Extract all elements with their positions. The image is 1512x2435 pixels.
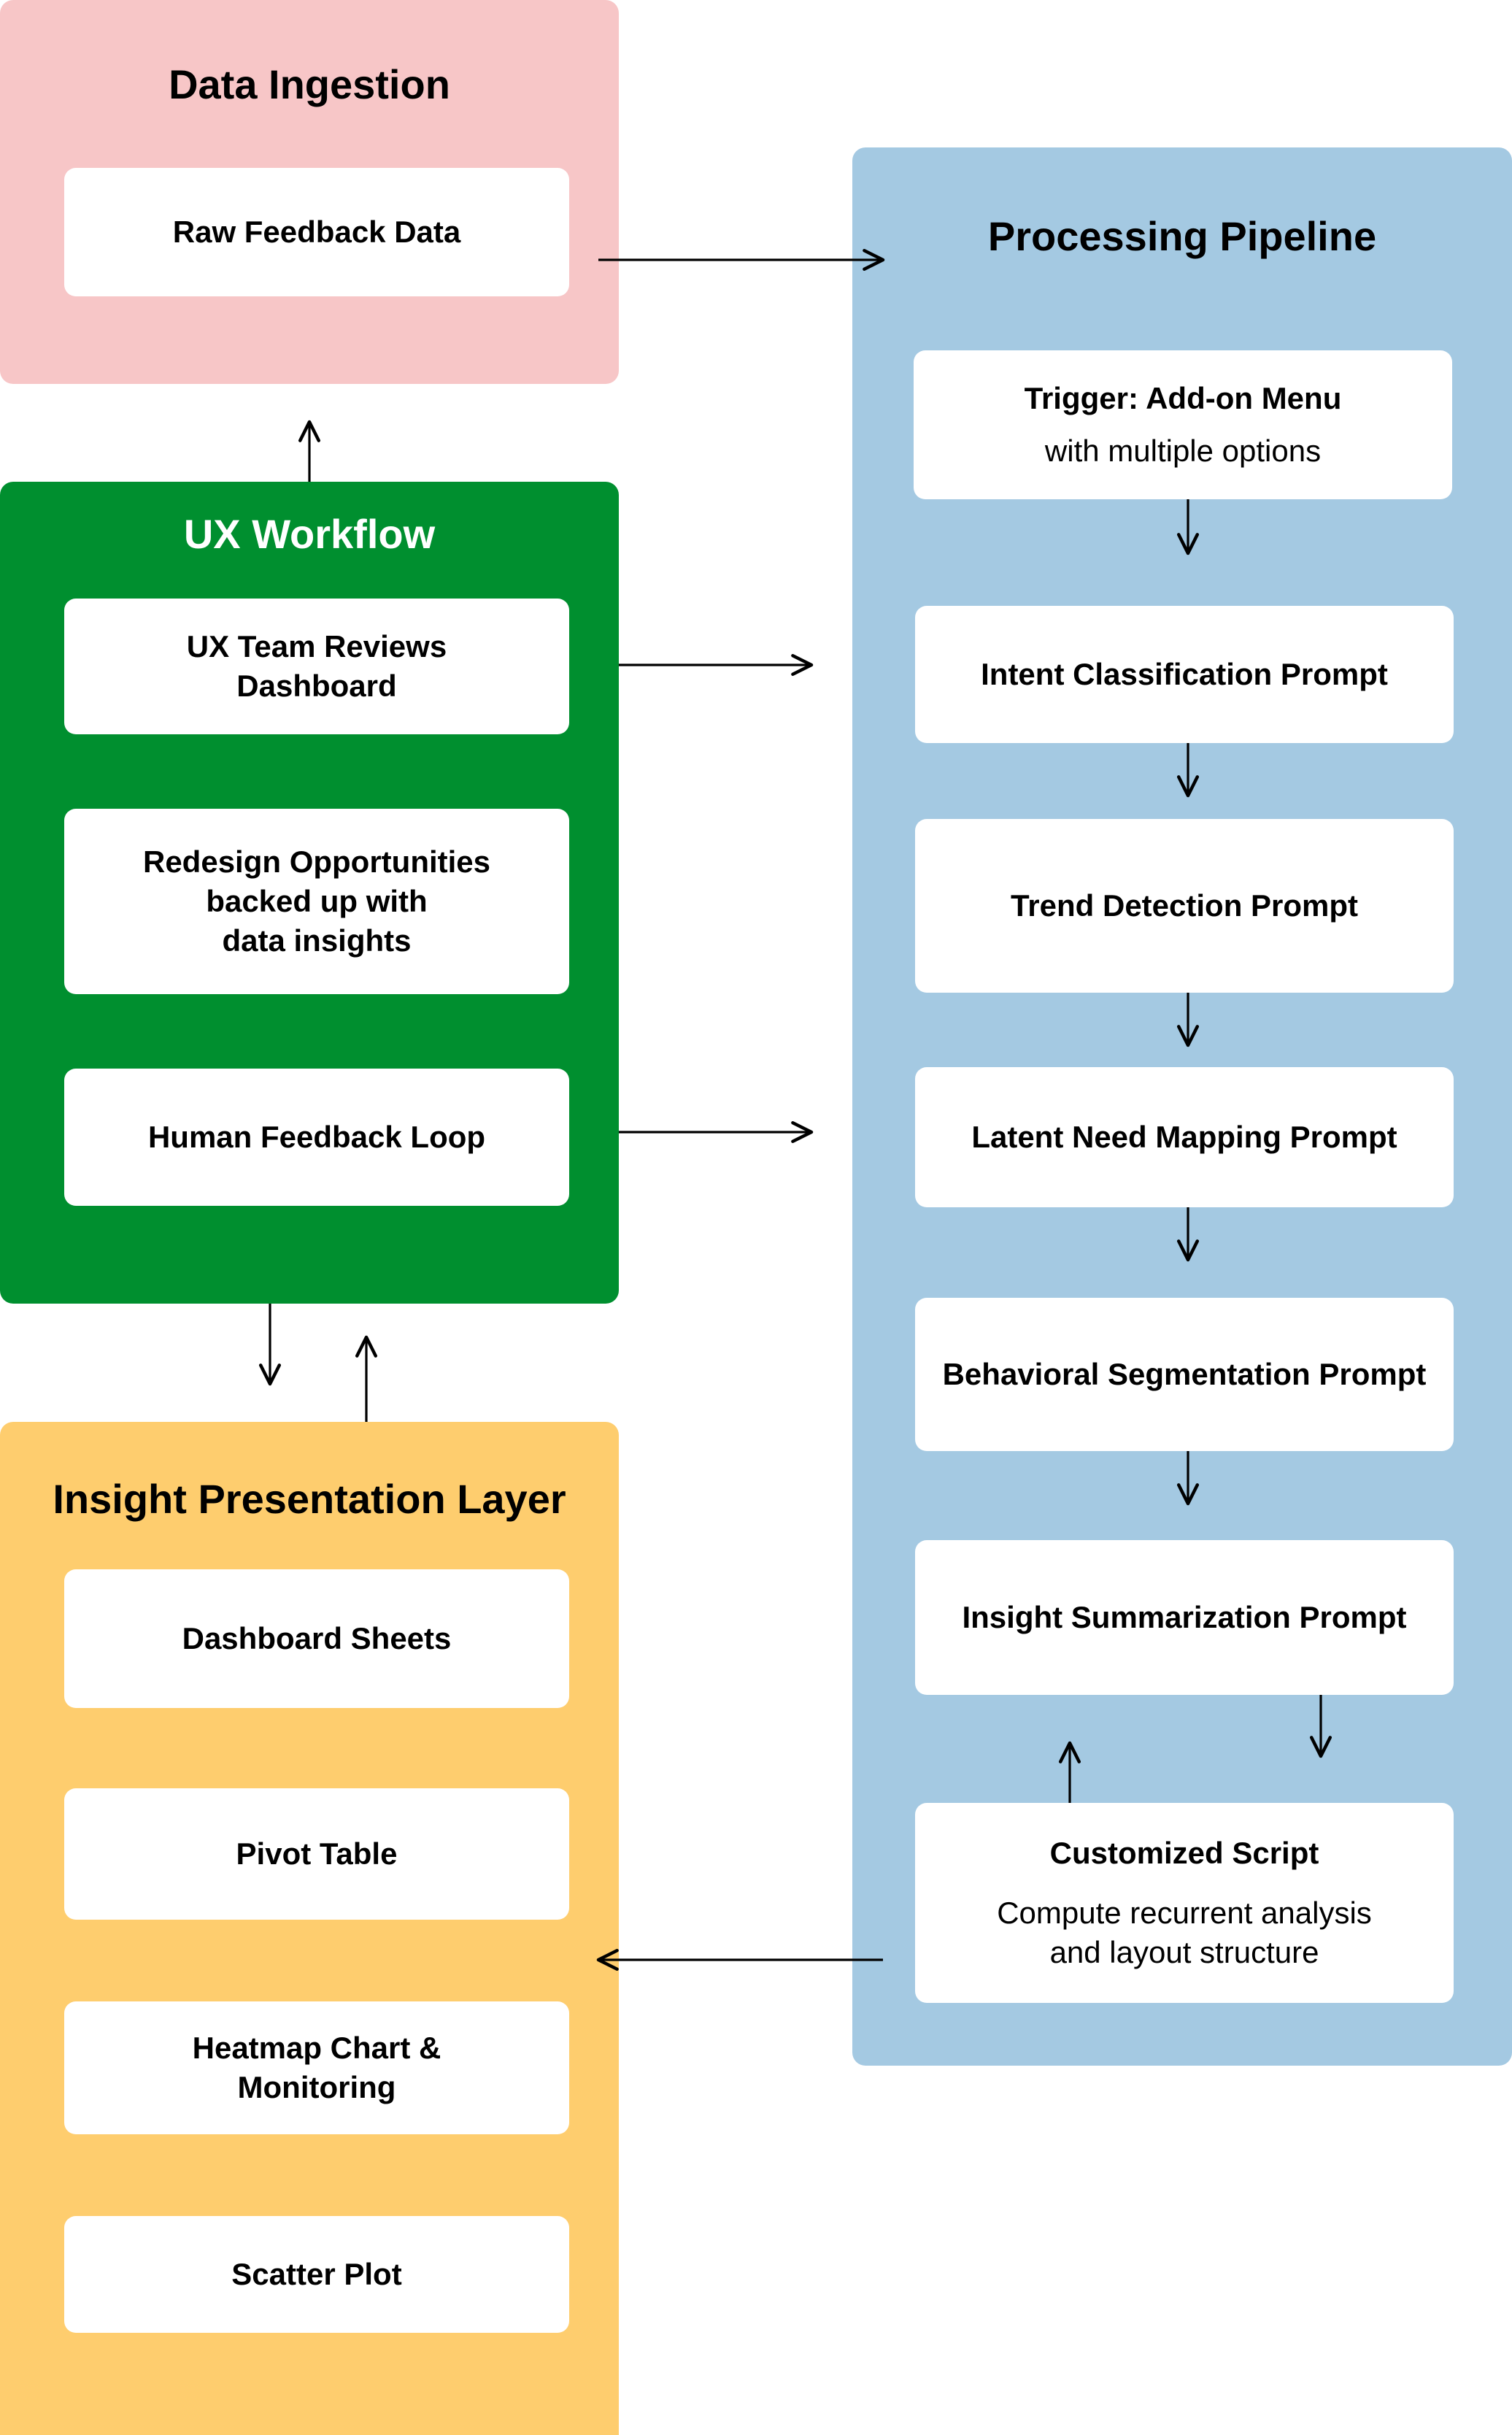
raw-feedback-data-label: Raw Feedback Data	[172, 215, 461, 249]
dashboard-sheets-node[interactable]: Dashboard Sheets	[64, 1569, 569, 1708]
processing-pipeline-title: Processing Pipeline	[987, 213, 1377, 259]
customized-script-label: Customized Script	[1049, 1836, 1319, 1870]
latent-need-mapping-node[interactable]: Latent Need Mapping Prompt	[915, 1067, 1454, 1207]
ux-team-reviews-node[interactable]: UX Team Reviews Dashboard	[64, 599, 569, 734]
ux-team-reviews-label: UX Team Reviews Dashboard	[186, 629, 447, 703]
behavioral-segmentation-node[interactable]: Behavioral Segmentation Prompt	[915, 1298, 1454, 1451]
insight-summarization-label: Insight Summarization Prompt	[962, 1600, 1407, 1634]
data-ingestion-panel: Data Ingestion Raw Feedback Data	[0, 0, 619, 384]
pivot-table-node[interactable]: Pivot Table	[64, 1788, 569, 1920]
pivot-table-label: Pivot Table	[236, 1836, 398, 1871]
insight-summarization-node[interactable]: Insight Summarization Prompt	[915, 1540, 1454, 1695]
customized-script-node[interactable]: Customized Script Compute recurrent anal…	[915, 1803, 1454, 2003]
insight-presentation-panel: Insight Presentation Layer Dashboard She…	[0, 1422, 619, 2435]
behavioral-segmentation-label: Behavioral Segmentation Prompt	[942, 1357, 1427, 1391]
trend-detection-label: Trend Detection Prompt	[1010, 888, 1359, 923]
human-feedback-loop-label: Human Feedback Loop	[147, 1120, 486, 1154]
scatter-plot-node[interactable]: Scatter Plot	[64, 2216, 569, 2333]
intent-classification-node[interactable]: Intent Classification Prompt	[915, 606, 1454, 743]
human-feedback-loop-node[interactable]: Human Feedback Loop	[64, 1069, 569, 1206]
redesign-opportunities-node[interactable]: Redesign Opportunities backed up with da…	[64, 809, 569, 994]
processing-pipeline-panel: Processing Pipeline Trigger: Add-on Menu…	[852, 147, 1512, 2066]
heatmap-chart-node[interactable]: Heatmap Chart & Monitoring	[64, 2001, 569, 2134]
trigger-add-on-menu-label: Trigger: Add-on Menu	[1024, 381, 1342, 415]
trend-detection-node[interactable]: Trend Detection Prompt	[915, 819, 1454, 993]
ux-workflow-title: UX Workflow	[183, 511, 436, 557]
dashboard-sheets-label: Dashboard Sheets	[182, 1621, 452, 1655]
trigger-options-label: with multiple options	[1044, 434, 1322, 468]
trigger-add-on-menu-node[interactable]: Trigger: Add-on Menu with multiple optio…	[914, 350, 1452, 499]
intent-classification-label: Intent Classification Prompt	[981, 657, 1388, 691]
raw-feedback-data-node[interactable]: Raw Feedback Data	[64, 168, 569, 296]
customized-script-description: Compute recurrent analysis and layout st…	[997, 1896, 1372, 1969]
scatter-plot-label: Scatter Plot	[231, 2257, 402, 2291]
redesign-opportunities-label: Redesign Opportunities backed up with da…	[142, 845, 491, 958]
latent-need-mapping-label: Latent Need Mapping Prompt	[971, 1120, 1397, 1154]
data-ingestion-title: Data Ingestion	[169, 61, 450, 107]
heatmap-chart-label: Heatmap Chart & Monitoring	[192, 2031, 441, 2104]
ux-workflow-panel: UX Workflow UX Team Reviews Dashboard Re…	[0, 482, 619, 1304]
insight-presentation-title: Insight Presentation Layer	[53, 1476, 566, 1522]
